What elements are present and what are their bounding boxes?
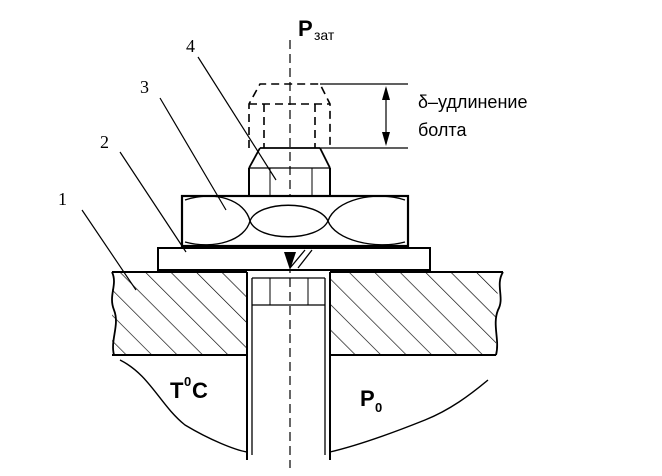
- nut: [180, 194, 410, 248]
- washer: [157, 247, 431, 271]
- svg-text:C: C: [192, 378, 208, 403]
- temperature-label: T 0 C: [170, 374, 208, 403]
- callout-1: 1: [58, 189, 67, 209]
- base-plate: [111, 270, 504, 360]
- bolt-end: [248, 147, 331, 196]
- callout-2: 2: [100, 132, 109, 152]
- bolt-elongation-outline: [248, 83, 331, 148]
- svg-text:0: 0: [184, 374, 191, 389]
- svg-text:болта: болта: [418, 120, 467, 140]
- callout-3: 3: [140, 77, 149, 97]
- force-label: P зат: [298, 16, 335, 43]
- svg-text:T: T: [170, 378, 184, 403]
- svg-text:зат: зат: [314, 27, 335, 43]
- callout-4: 4: [186, 36, 195, 56]
- svg-text:P: P: [360, 386, 375, 411]
- callout-leaders: [81, 56, 277, 291]
- elongation-annotation: δ–удлинение болта: [418, 92, 527, 140]
- force-arrow: [284, 252, 296, 270]
- pressure-label: P 0: [360, 386, 382, 415]
- svg-text:P: P: [298, 16, 313, 41]
- bolt-shank: [246, 40, 331, 468]
- callout-labels: 1 2 3 4: [58, 36, 195, 209]
- elongation-dimension: [320, 83, 408, 149]
- svg-text:δ–удлинение: δ–удлинение: [418, 92, 527, 112]
- svg-text:0: 0: [375, 400, 382, 415]
- vessel-wall: [119, 359, 489, 453]
